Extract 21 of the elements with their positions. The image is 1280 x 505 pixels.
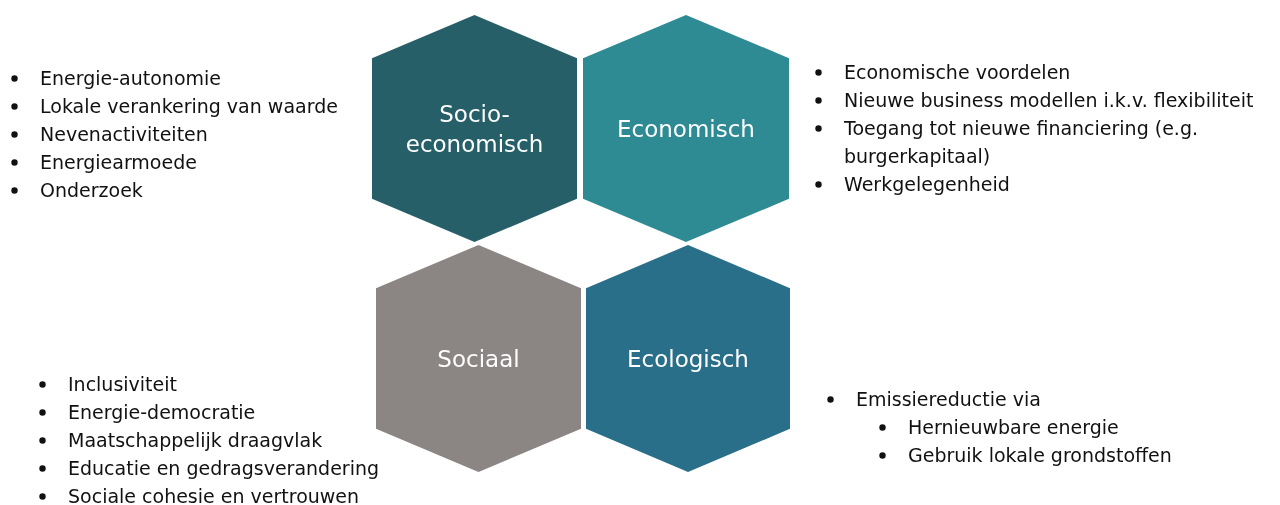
list-item-text: Gebruik lokale grondstoffen	[908, 444, 1172, 466]
list-item-text: Hernieuwbare energie	[908, 416, 1119, 438]
list-item-text: Emissiereductie via	[856, 388, 1041, 410]
list-item-text: Energie-autonomie	[40, 67, 221, 89]
hexagon-label: Ecologisch	[626, 344, 750, 374]
hexagon-label: Economisch	[616, 114, 756, 144]
list-item-text: Maatschappelijk draagvlak	[68, 429, 323, 451]
hexagon-label: Sociaal	[436, 344, 521, 374]
list-item-text: Inclusiviteit	[68, 373, 177, 395]
list-item-text: Energie-democratie	[68, 401, 256, 423]
list-item-text: Onderzoek	[40, 179, 143, 201]
list-item-text: Sociale cohesie en vertrouwen	[68, 485, 360, 505]
list-item-text: Werkgelegenheid	[844, 173, 1010, 195]
list-item-text: Toegang tot nieuwe financiering (e.g. burgerkapitaal)	[844, 117, 1198, 167]
list-item-text: Nevenactiviteiten	[40, 123, 208, 145]
list-item-text: Lokale verankering van waarde	[40, 95, 338, 117]
list-item-text: Energiearmoede	[40, 151, 197, 173]
list-item-text: Nieuwe business modellen i.k.v. flexibiliteit	[844, 89, 1254, 111]
hexagon-label: Socio-economisch	[404, 99, 545, 159]
list-item-text: Educatie en gedragsverandering	[68, 457, 380, 479]
list-item-text: Economische voordelen	[844, 61, 1071, 83]
